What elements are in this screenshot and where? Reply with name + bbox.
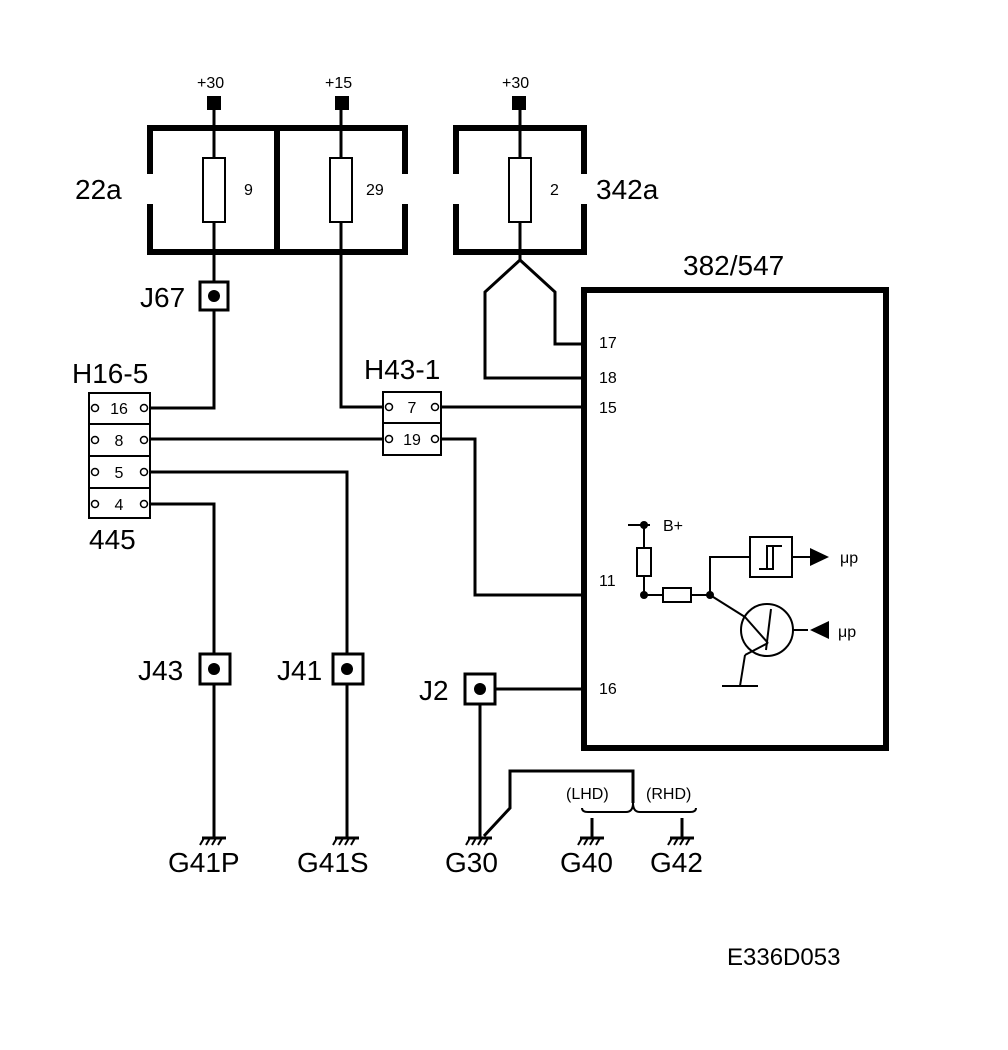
figure-code: E336D053 bbox=[727, 944, 840, 971]
connector-h16-5: H16-5 16 8 5 4 445 bbox=[72, 358, 151, 555]
rhd-label: (RHD) bbox=[646, 786, 691, 803]
junction-j43: J43 bbox=[138, 652, 232, 686]
ground-label-g42: G42 bbox=[650, 847, 703, 878]
wires bbox=[148, 110, 684, 838]
ground-icon bbox=[667, 837, 691, 846]
terminal-square-icon bbox=[335, 96, 349, 110]
junction-label-j41: J41 bbox=[277, 655, 322, 686]
control-unit-pin-17: 17 bbox=[599, 335, 617, 352]
pin-contact-icon bbox=[90, 467, 100, 477]
ground-g41p: G41P bbox=[168, 836, 240, 878]
fuse-number-2: 2 bbox=[550, 182, 559, 199]
pin-contact-icon bbox=[430, 402, 440, 412]
control-unit-label: 382/547 bbox=[683, 250, 784, 281]
junction-dot-icon bbox=[208, 663, 220, 675]
ground-icon bbox=[332, 837, 356, 846]
fuse-number-29: 29 bbox=[366, 182, 384, 199]
connector-pin-7: 7 bbox=[408, 400, 417, 417]
pin-contact-icon bbox=[139, 467, 149, 477]
fuse-box-342a: 2 342a bbox=[453, 125, 659, 255]
connector-pin-16: 16 bbox=[110, 401, 128, 418]
control-unit-pin-11: 11 bbox=[599, 573, 616, 590]
fuse-icon bbox=[329, 157, 353, 223]
supply-30-right: +30 bbox=[502, 75, 529, 110]
junction-label-j67: J67 bbox=[140, 282, 185, 313]
ground-label-g30: G30 bbox=[445, 847, 498, 878]
connector-pin-19: 19 bbox=[403, 432, 421, 449]
pin-contact-icon bbox=[90, 403, 100, 413]
pin-contact-icon bbox=[430, 434, 440, 444]
pin-contact-icon bbox=[384, 402, 394, 412]
junction-j67: J67 bbox=[140, 280, 230, 313]
junction-dot-icon bbox=[208, 290, 220, 302]
up-input-label: μp bbox=[838, 624, 856, 641]
supply-label-15: +15 bbox=[325, 75, 352, 92]
fuse-box-label-342a: 342a bbox=[596, 174, 659, 205]
ground-g40: G40 bbox=[560, 836, 613, 878]
ground-g30: G30 bbox=[445, 836, 498, 878]
ground-g41s: G41S bbox=[297, 836, 369, 878]
junction-dot-icon bbox=[341, 663, 353, 675]
connector-pin-8: 8 bbox=[115, 433, 124, 450]
internal-circuit: B+ μp bbox=[628, 518, 858, 687]
pin-contact-icon bbox=[384, 434, 394, 444]
terminal-square-icon bbox=[512, 96, 526, 110]
fuse-number-9: 9 bbox=[244, 182, 253, 199]
series-resistor-icon bbox=[662, 587, 692, 603]
junction-dot-icon bbox=[474, 683, 486, 695]
bplus-label: B+ bbox=[663, 518, 683, 535]
connector-label-h16-5: H16-5 bbox=[72, 358, 148, 389]
control-unit-382-547: 382/547 17 18 15 11 16 B+ bbox=[581, 250, 889, 751]
lhd-label: (LHD) bbox=[566, 786, 609, 803]
supply-30-left: +30 bbox=[197, 75, 224, 110]
terminal-square-icon bbox=[207, 96, 221, 110]
control-unit-pin-18: 18 bbox=[599, 370, 617, 387]
pin-contact-icon bbox=[139, 435, 149, 445]
connector-label-h43-1: H43-1 bbox=[364, 354, 440, 385]
control-unit-pin-16: 16 bbox=[599, 681, 617, 698]
supply-label-30-right: +30 bbox=[502, 75, 529, 92]
control-unit-outline bbox=[581, 287, 889, 751]
pin-contact-icon bbox=[90, 499, 100, 509]
ground-icon bbox=[199, 837, 223, 846]
schmitt-trigger-icon bbox=[749, 536, 793, 578]
pullup-resistor-icon bbox=[636, 547, 652, 577]
fuse-icon bbox=[202, 157, 226, 223]
input-arrow-icon bbox=[810, 621, 829, 639]
supply-label-30-left: +30 bbox=[197, 75, 224, 92]
selector-brace-icon bbox=[581, 802, 697, 813]
connector-pin-4: 4 bbox=[115, 497, 124, 514]
ground-label-g41s: G41S bbox=[297, 847, 369, 878]
up-output-label: μp bbox=[840, 550, 858, 567]
junction-icon bbox=[198, 652, 232, 686]
pin-contact-icon bbox=[90, 435, 100, 445]
junction-j41: J41 bbox=[277, 652, 365, 686]
pin-contact-icon bbox=[139, 499, 149, 509]
supply-15: +15 bbox=[325, 75, 352, 110]
pin-contact-icon bbox=[139, 403, 149, 413]
fuse-box-label-22a: 22a bbox=[75, 174, 122, 205]
control-unit-pin-15: 15 bbox=[599, 400, 617, 417]
output-arrow-icon bbox=[810, 548, 829, 566]
junction-j2: J2 bbox=[419, 672, 497, 706]
junction-label-j43: J43 bbox=[138, 655, 183, 686]
ground-label-g41p: G41P bbox=[168, 847, 240, 878]
ground-label-g40: G40 bbox=[560, 847, 613, 878]
connector-h43-1: H43-1 7 19 bbox=[364, 354, 442, 456]
junction-label-j2: J2 bbox=[419, 675, 449, 706]
lhd-rhd-selector: (LHD) (RHD) bbox=[566, 786, 697, 813]
fuse-box-22a: 22a 9 29 bbox=[75, 125, 408, 255]
ground-icon bbox=[577, 837, 601, 846]
connector-sub-label-445: 445 bbox=[89, 524, 136, 555]
fuse-icon bbox=[508, 157, 532, 223]
ground-icon bbox=[465, 837, 489, 846]
connector-pin-5: 5 bbox=[115, 465, 124, 482]
ground-g42: G42 bbox=[650, 836, 703, 878]
